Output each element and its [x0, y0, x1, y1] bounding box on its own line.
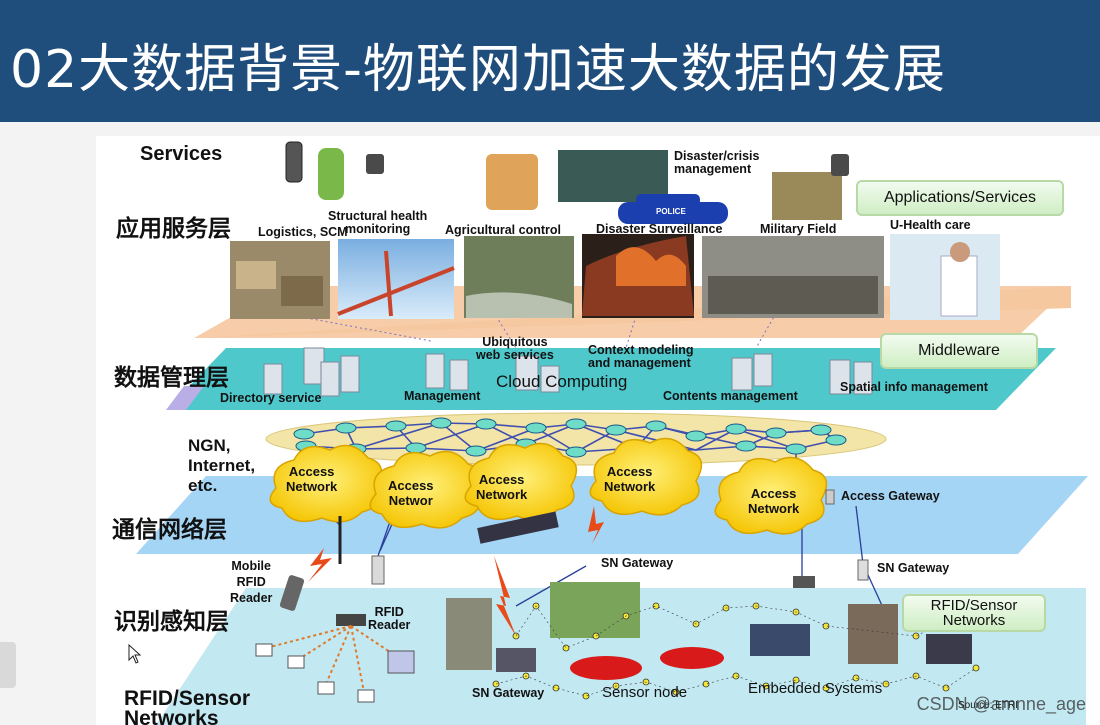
app-logistics-label: Logistics, SCM: [258, 225, 348, 239]
mobile-rfid-reader-icon: [279, 575, 305, 611]
mw-cloud-computing-label: Cloud Computing: [496, 372, 628, 391]
police-car-icon: [618, 202, 728, 224]
layer-identification-sensing: 识别感知层: [114, 608, 229, 635]
person-clipart: [318, 148, 344, 200]
house-icon-2: [926, 634, 972, 664]
access-gateway-device: [825, 489, 835, 505]
rfid-links: [265, 625, 397, 693]
access-gateway-label: Access Gateway: [841, 489, 940, 503]
lightning-icon-3: [494, 556, 516, 636]
app-disaster-surveillance-label: Disaster Surveillance: [596, 222, 723, 236]
house-icon: [750, 624, 810, 656]
satellite-icon: [477, 511, 559, 544]
mw-directory-label: Directory service: [220, 391, 322, 405]
pda-icon: [366, 154, 384, 174]
app-uhealth-label: U-Health care: [890, 218, 971, 232]
title-bar: 02大数据背景-物联网加速大数据的发展: [0, 0, 1100, 122]
countryside-photo: [550, 582, 640, 638]
access-network-5-label: Access Network: [748, 486, 800, 516]
side-panel-tab[interactable]: [0, 642, 16, 688]
csdn-watermark: CSDN @amnne_age: [916, 694, 1086, 714]
mw-spatial-label: Spatial info management: [840, 380, 988, 394]
badge-rfid-sensor-networks: RFID/Sensor Networks: [902, 594, 1046, 632]
ngn-label: NGN, Internet, etc.: [188, 436, 256, 495]
sn-gateway-label-3: SN Gateway: [472, 686, 545, 700]
car-icon-2: [660, 647, 724, 669]
diagram-graphics: [136, 141, 1088, 725]
building-icon-1: [446, 598, 492, 670]
layer-data-management: 数据管理层: [114, 364, 229, 391]
access-network-clouds: [269, 437, 828, 535]
slide-title: 02大数据背景-物联网加速大数据的发展: [10, 40, 946, 100]
car-icon-1: [570, 656, 642, 680]
embedded-systems-label: Embedded Systems: [748, 680, 883, 697]
soldier-photo: [772, 172, 842, 220]
access-network-2-label: Access Networ: [388, 478, 434, 508]
mouse-cursor-icon: [128, 644, 142, 664]
app-structural-label: Structural health monitoring: [328, 209, 428, 236]
layer-communication-network: 通信网络层: [112, 516, 227, 543]
phone-icon-1: [285, 141, 303, 183]
app-disaster-crisis-label: Disaster/crisis management: [674, 149, 760, 176]
pda-icon-2: [831, 154, 849, 176]
source-credit: Source: ETRI: [958, 700, 1019, 711]
mw-context-label: Context modeling and management: [588, 343, 694, 370]
sensor-node-label: Sensor node: [602, 684, 688, 701]
rfid-reader-label: RFID Reader: [368, 605, 411, 632]
lightning-icon-1: [308, 548, 332, 582]
app-agricultural-label: Agricultural control: [445, 223, 561, 237]
access-network-4-label: Access Network: [604, 464, 656, 494]
farmer-clipart: [486, 154, 538, 210]
badge-middleware: Middleware: [880, 333, 1038, 369]
sn-gateway-device-3: [857, 559, 869, 581]
lightning-icon-2: [588, 506, 604, 544]
mw-ubiquitous-label: Ubiquitous web services: [476, 335, 554, 362]
iot-architecture-diagram: Services 应用服务层 数据管理层 通信网络层 识别感知层 Applica…: [96, 136, 1100, 725]
title-gap: [0, 122, 1100, 138]
mobile-rfid-reader-label: Mobile RFID Reader: [230, 559, 273, 605]
rfid-tags: [255, 643, 415, 703]
rfid-sensor-networks-label: RFID/Sensor Networks: [124, 687, 251, 725]
access-network-3-label: Access Network: [476, 472, 528, 502]
sn-gateway-label-1: SN Gateway: [601, 556, 674, 570]
mw-contents-label: Contents management: [663, 389, 798, 403]
sn-gateway-device-1: [371, 555, 385, 585]
access-network-1-label: Access Network: [286, 464, 338, 494]
app-military-label: Military Field: [760, 222, 837, 236]
police-text: POLICE: [656, 207, 686, 216]
rfid-reader-device: [336, 614, 366, 626]
badge-applications-services: Applications/Services: [856, 180, 1064, 216]
layer-application-service: 应用服务层: [116, 215, 231, 242]
services-title: Services: [140, 143, 223, 165]
mw-management-label: Management: [404, 389, 481, 403]
control-room-photo: [558, 150, 668, 202]
server-icons: [263, 347, 873, 397]
sn-gateway-label-2: SN Gateway: [877, 561, 950, 575]
satellite-dish-icon: [496, 648, 536, 672]
middleware-stripe: [166, 386, 204, 410]
sn-gateway-device-2: [793, 576, 815, 588]
factory-icon: [848, 604, 898, 664]
